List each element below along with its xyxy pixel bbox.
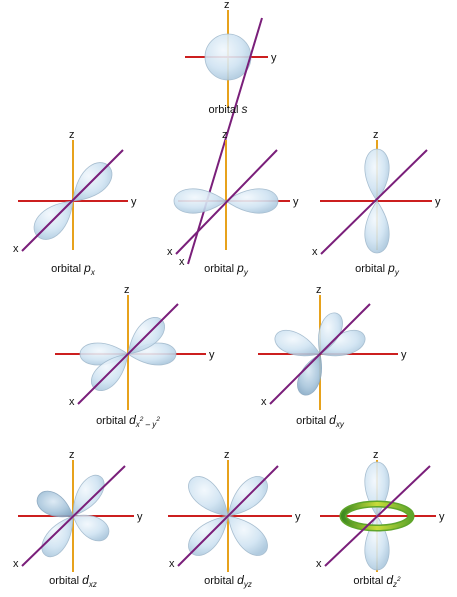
torus-ring-highlight bbox=[341, 502, 413, 530]
x-axis-line bbox=[21, 465, 126, 567]
z-axis-label: z bbox=[373, 129, 379, 141]
y-axis-label: y bbox=[295, 511, 301, 523]
x-axis-line bbox=[324, 465, 431, 567]
x-axis-line bbox=[77, 303, 179, 405]
orbital-lobe bbox=[318, 312, 343, 355]
orbital-panel-py2: z y x orbital py bbox=[312, 129, 441, 277]
x-axis-label: x bbox=[316, 558, 322, 570]
orbital-panel-dx2y2: z y x orbital dx2 – y2 bbox=[55, 284, 215, 429]
z-axis-label: z bbox=[373, 449, 379, 461]
orbital-caption: orbital py bbox=[204, 261, 249, 277]
orbital-lobe bbox=[173, 188, 227, 214]
orbital-sphere bbox=[204, 33, 252, 81]
x-axis-label: x bbox=[179, 256, 185, 268]
orbital-lobe bbox=[297, 353, 322, 396]
y-axis-label: y bbox=[435, 196, 441, 208]
orbital-caption: orbital px bbox=[51, 261, 96, 277]
orbital-lobe bbox=[72, 514, 110, 542]
x-axis-label: x bbox=[261, 396, 267, 408]
orbital-panel-py1: z y x orbital py bbox=[167, 129, 299, 277]
orbital-caption: orbital dz2 bbox=[353, 573, 401, 589]
orbital-panel-dz2: z y x orbital dz2 bbox=[316, 449, 445, 589]
orbital-lobe bbox=[274, 329, 321, 357]
y-axis-label: y bbox=[137, 511, 143, 523]
orbital-caption: orbital dxz bbox=[49, 573, 97, 589]
y-axis-label: y bbox=[439, 511, 445, 523]
z-axis-label: z bbox=[222, 129, 228, 141]
y-axis-label: y bbox=[293, 196, 299, 208]
x-axis-label: x bbox=[13, 558, 19, 570]
x-axis-line bbox=[320, 149, 428, 255]
orbital-caption: orbital dyz bbox=[204, 573, 252, 589]
y-axis-label: y bbox=[131, 196, 137, 208]
orbital-panel-dyz: z y x orbital dyz bbox=[168, 449, 301, 589]
orbital-caption: orbital dx2 – y2 bbox=[96, 413, 160, 429]
x-axis-label: x bbox=[167, 246, 173, 258]
z-axis-label: z bbox=[224, 449, 230, 461]
z-axis-label: z bbox=[69, 129, 75, 141]
orbital-lobe bbox=[364, 200, 390, 254]
y-axis-label: y bbox=[209, 349, 215, 361]
orbital-lobe bbox=[188, 476, 229, 517]
x-axis-label: x bbox=[13, 243, 19, 255]
y-axis-label: y bbox=[401, 349, 407, 361]
z-axis-label: z bbox=[224, 0, 230, 11]
z-axis-label: z bbox=[124, 284, 130, 296]
orbital-panel-px: z y x orbital px bbox=[13, 129, 137, 277]
orbital-lobe bbox=[41, 515, 74, 558]
z-axis-label: z bbox=[316, 284, 322, 296]
orbital-lobe bbox=[72, 474, 105, 517]
orbital-caption: orbital dxy bbox=[296, 413, 345, 429]
y-axis-label: y bbox=[271, 52, 277, 64]
x-axis-line bbox=[21, 149, 124, 252]
orbital-caption: orbital s bbox=[208, 102, 247, 116]
x-axis-line bbox=[175, 149, 278, 255]
orbital-lobe bbox=[364, 148, 390, 202]
orbital-lobe bbox=[227, 515, 268, 556]
orbital-panel-dxz: z y x orbital dxz bbox=[13, 449, 143, 589]
orbital-lobe bbox=[225, 188, 279, 214]
x-axis-label: x bbox=[312, 246, 318, 258]
orbital-lobe bbox=[36, 490, 74, 518]
x-axis-line bbox=[177, 465, 279, 567]
x-axis-line bbox=[269, 303, 371, 405]
z-axis-label: z bbox=[69, 449, 75, 461]
x-axis-label: x bbox=[69, 396, 75, 408]
orbital-panel-dxy: z y x orbital dxy bbox=[258, 284, 407, 429]
x-axis-label: x bbox=[169, 558, 175, 570]
orbital-caption: orbital py bbox=[355, 261, 400, 277]
orbital-panel-s: z y x orbital s bbox=[179, 0, 277, 268]
